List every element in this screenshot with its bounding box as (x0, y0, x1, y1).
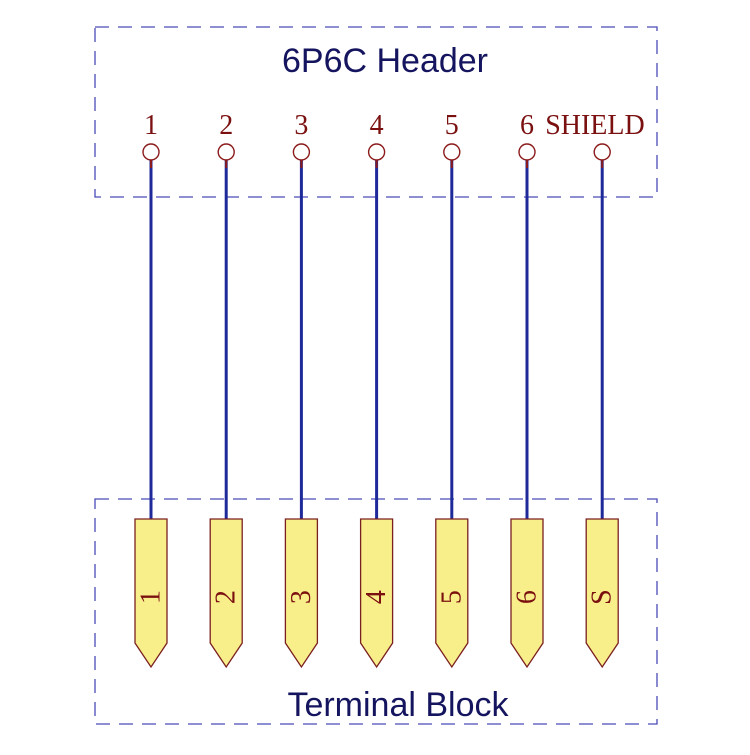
header-pin-pad (142, 143, 160, 161)
terminal-2 (209, 518, 243, 669)
header-pin-label: 1 (144, 110, 158, 141)
terminal-label: 6 (512, 590, 543, 604)
header-pin-label: 3 (294, 110, 308, 141)
header-pin-group: 1 2 3 4 5 6 SHIELD (142, 110, 645, 168)
header-pin-label: 4 (370, 110, 384, 141)
header-pin-label: 5 (445, 110, 459, 141)
terminal-label: S (587, 589, 618, 605)
terminal-label: 4 (361, 590, 392, 604)
terminal-label: 3 (286, 590, 317, 604)
terminal-group: 1 2 3 4 5 6 S (134, 518, 619, 669)
wire-group (149, 160, 604, 519)
terminal-1 (134, 518, 168, 669)
terminal-5 (435, 518, 469, 669)
terminal-label: 2 (211, 590, 242, 604)
header-pin-pad (518, 143, 536, 161)
terminal-label: 5 (436, 590, 467, 604)
header-pin-pad (292, 143, 311, 161)
terminal-block-title: Terminal Block (287, 686, 509, 724)
terminal-7 (585, 518, 619, 669)
terminal-4 (359, 518, 394, 669)
header-pin-label: SHIELD (545, 110, 645, 141)
terminal-3 (284, 518, 319, 669)
terminal-label: 1 (136, 590, 167, 604)
header-title: 6P6C Header (282, 42, 488, 80)
header-pin-label: 2 (219, 110, 233, 141)
header-pin-label: 6 (520, 110, 534, 141)
terminal-6 (510, 518, 544, 669)
header-pin-pad (367, 143, 386, 161)
header-pin-pad (443, 143, 461, 161)
header-pin-pad (217, 143, 235, 161)
header-pin-pad (593, 143, 611, 161)
